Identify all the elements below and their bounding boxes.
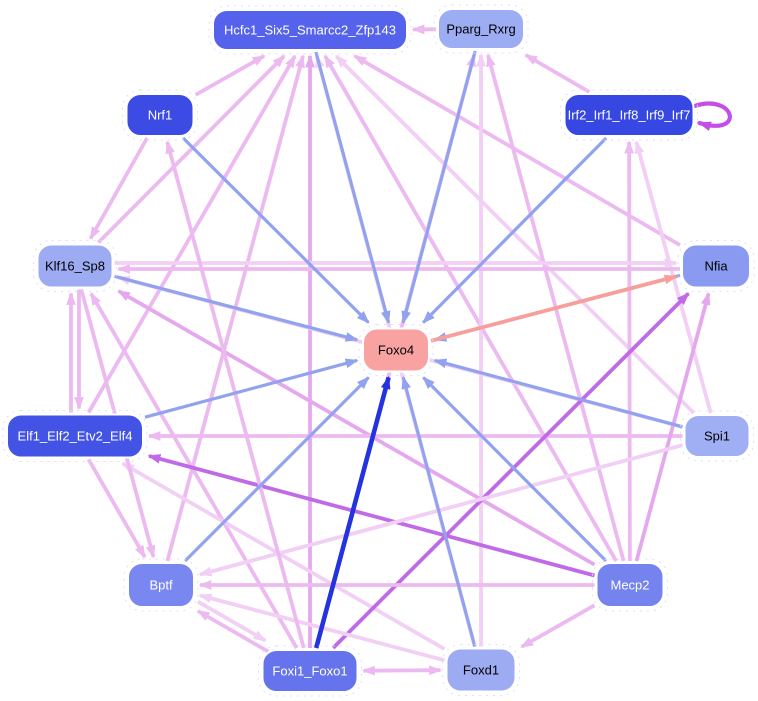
- edge-foxi1-nrf1[interactable]: [165, 140, 306, 649]
- edge-mecp2-elf1[interactable]: [147, 454, 595, 578]
- edge-klf16-foxo4[interactable]: [114, 274, 359, 342]
- edge-foxi1-bptf[interactable]: [196, 609, 270, 654]
- edge-irf2-pparg[interactable]: [524, 53, 591, 94]
- node-Irf2_Irf1_Irf8_Irf9_Irf7[interactable]: Irf2_Irf1_Irf8_Irf9_Irf7: [560, 89, 698, 141]
- edge-spi1-bptf[interactable]: [198, 443, 683, 577]
- node-selection-handle: [433, 4, 529, 54]
- node-body[interactable]: [127, 562, 195, 608]
- node-Nfia[interactable]: Nfia: [677, 240, 755, 292]
- node-body[interactable]: [261, 649, 359, 693]
- node-Bptf[interactable]: Bptf: [123, 558, 199, 612]
- node-body[interactable]: [437, 8, 525, 50]
- edge-elf1-foxo4[interactable]: [144, 358, 359, 419]
- node-Spi1[interactable]: Spi1: [680, 410, 754, 462]
- edge-nrf1-hcfc1[interactable]: [194, 54, 266, 97]
- edge-foxd1-foxo4[interactable]: [401, 375, 477, 647]
- edge-irf2-foxo4[interactable]: [422, 136, 608, 324]
- node-Nrf1[interactable]: Nrf1: [122, 89, 198, 141]
- edge-nfia-hcfc1[interactable]: [353, 54, 681, 247]
- node-body[interactable]: [563, 93, 695, 137]
- edge-mecp2-foxo4[interactable]: [422, 376, 608, 563]
- edge-bptf-foxi1[interactable]: [197, 600, 267, 643]
- node-body[interactable]: [212, 9, 408, 51]
- node-selection-handle: [2, 410, 148, 462]
- node-body[interactable]: [362, 327, 430, 373]
- node-Mecp2[interactable]: Mecp2: [592, 558, 668, 612]
- edge-mecp2-klf16[interactable]: [117, 289, 596, 567]
- node-Elf1_Elf2_Etv2_Elf4[interactable]: Elf1_Elf2_Etv2_Elf4: [2, 410, 148, 462]
- node-body[interactable]: [125, 93, 195, 137]
- edge-mecp2-foxd1[interactable]: [520, 603, 596, 649]
- edge-foxo4-nfia[interactable]: [430, 274, 678, 343]
- node-Pparg_Rxrg[interactable]: Pparg_Rxrg: [433, 4, 529, 54]
- node-selection-handle: [560, 89, 698, 141]
- edge-nrf1-klf16[interactable]: [88, 137, 149, 240]
- edge-hcfc1-foxo4[interactable]: [314, 51, 391, 325]
- edge-spi1-hcfc1[interactable]: [334, 54, 696, 415]
- edge-irf2-self-loop[interactable]: [692, 101, 732, 131]
- node-Klf16_Sp8[interactable]: Klf16_Sp8: [33, 240, 117, 292]
- node-Foxo4[interactable]: Foxo4: [358, 324, 434, 376]
- node-selection-handle: [122, 89, 198, 141]
- edge-bptf-foxo4[interactable]: [183, 376, 370, 563]
- node-Foxd1[interactable]: Foxd1: [442, 644, 520, 696]
- edge-mecp2-nfia[interactable]: [634, 291, 711, 562]
- node-body[interactable]: [36, 243, 114, 289]
- edge-foxd1-elf1[interactable]: [121, 461, 446, 651]
- edge-klf16-hcfc1[interactable]: [97, 54, 286, 244]
- edge-foxi1-klf16[interactable]: [89, 292, 299, 649]
- edge-foxi1-foxd1[interactable]: [361, 665, 443, 676]
- edge-foxi1-foxo4[interactable]: [313, 375, 391, 649]
- node-selection-handle: [258, 645, 362, 697]
- edge-foxi1-nfia[interactable]: [331, 292, 690, 650]
- node-Foxi1_Foxo1[interactable]: Foxi1_Foxo1: [258, 645, 362, 697]
- edge-elf1-bptf[interactable]: [86, 458, 147, 559]
- node-body[interactable]: [6, 413, 144, 459]
- node-Hcfc1_Six5_Smarcc2_Zfp143[interactable]: Hcfc1_Six5_Smarcc2_Zfp143: [208, 5, 412, 55]
- edge-spi1-foxo4[interactable]: [433, 358, 683, 429]
- node-body[interactable]: [595, 562, 665, 608]
- edge-nrf1-foxo4[interactable]: [181, 136, 370, 324]
- edge-pparg-foxo4[interactable]: [401, 50, 477, 325]
- node-body[interactable]: [683, 414, 751, 458]
- node-selection-handle: [208, 5, 412, 55]
- node-selection-handle: [358, 324, 434, 376]
- node-body[interactable]: [681, 243, 751, 289]
- node-body[interactable]: [445, 647, 517, 693]
- node-selection-handle: [33, 240, 117, 292]
